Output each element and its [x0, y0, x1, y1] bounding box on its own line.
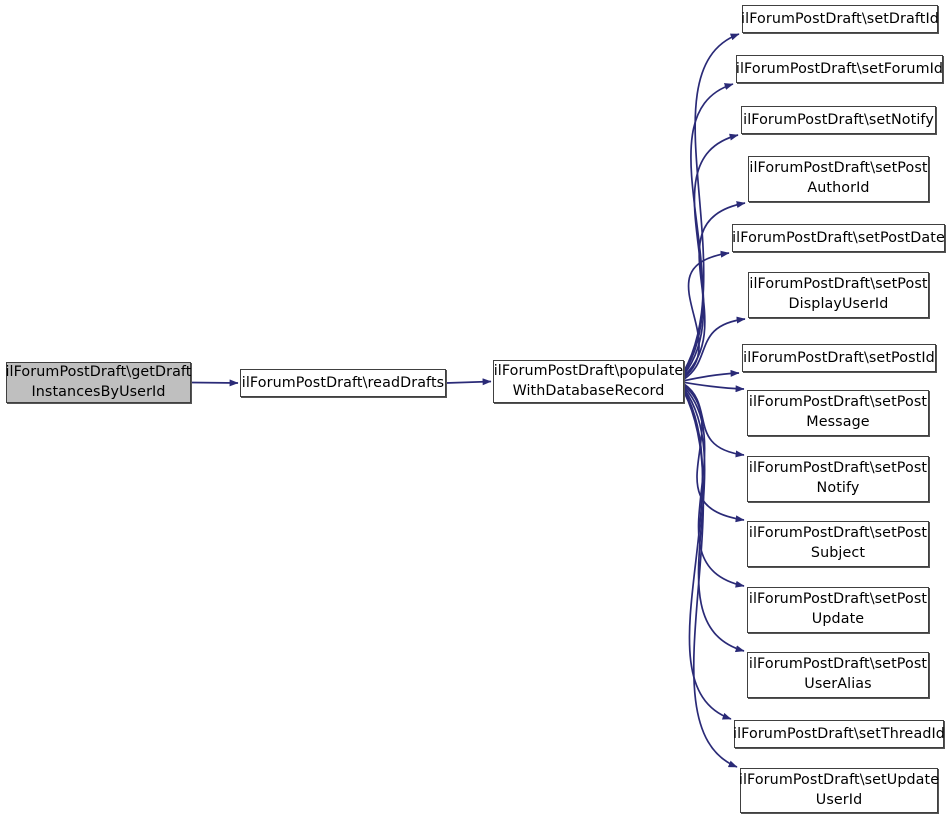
node-target-6[interactable]: ilForumPostDraft\setPostId: [742, 344, 936, 372]
node-target-5[interactable]: ilForumPostDraft\setPost DisplayUserId: [748, 272, 929, 318]
edge: [683, 369, 740, 382]
node-target-1[interactable]: ilForumPostDraft\setForumId: [736, 55, 943, 83]
node-target-13[interactable]: ilForumPostDraft\setUpdate UserId: [739, 768, 939, 813]
edge: [683, 389, 732, 720]
node-target-2[interactable]: ilForumPostDraft\setNotify: [741, 106, 936, 134]
edge: [683, 381, 745, 393]
edge: [683, 133, 739, 375]
node-target-7[interactable]: ilForumPostDraft\setPost Message: [747, 390, 929, 436]
edge: [683, 83, 734, 374]
node-populatewithdatabaserecord[interactable]: ilForumPostDraft\populate WithDatabaseRe…: [493, 360, 684, 403]
edge: [683, 388, 745, 653]
edge: [683, 33, 740, 372]
node-getdraftinstancesbyuserid[interactable]: ilForumPostDraft\getDraft InstancesByUse…: [5, 362, 191, 403]
edge: [445, 378, 492, 386]
edge: [683, 250, 730, 379]
node-target-10[interactable]: ilForumPostDraft\setPost Update: [747, 587, 929, 633]
edge: [683, 316, 746, 380]
node-target-8[interactable]: ilForumPostDraft\setPost Notify: [747, 456, 929, 502]
node-target-9[interactable]: ilForumPostDraft\setPost Subject: [747, 521, 929, 567]
edge: [683, 391, 738, 768]
node-target-3[interactable]: ilForumPostDraft\setPost AuthorId: [748, 156, 929, 202]
node-target-12[interactable]: ilForumPostDraft\setThreadId: [733, 720, 945, 748]
node-target-11[interactable]: ilForumPostDraft\setPost UserAlias: [747, 652, 929, 698]
edge: [683, 384, 745, 523]
edge: [683, 386, 745, 588]
node-target-0[interactable]: ilForumPostDraft\setDraftId: [741, 5, 939, 33]
edge: [190, 379, 239, 387]
node-readdrafts[interactable]: ilForumPostDraft\readDrafts: [240, 369, 446, 397]
node-target-4[interactable]: ilForumPostDraft\setPostDate: [732, 224, 945, 252]
edge: [683, 383, 745, 458]
